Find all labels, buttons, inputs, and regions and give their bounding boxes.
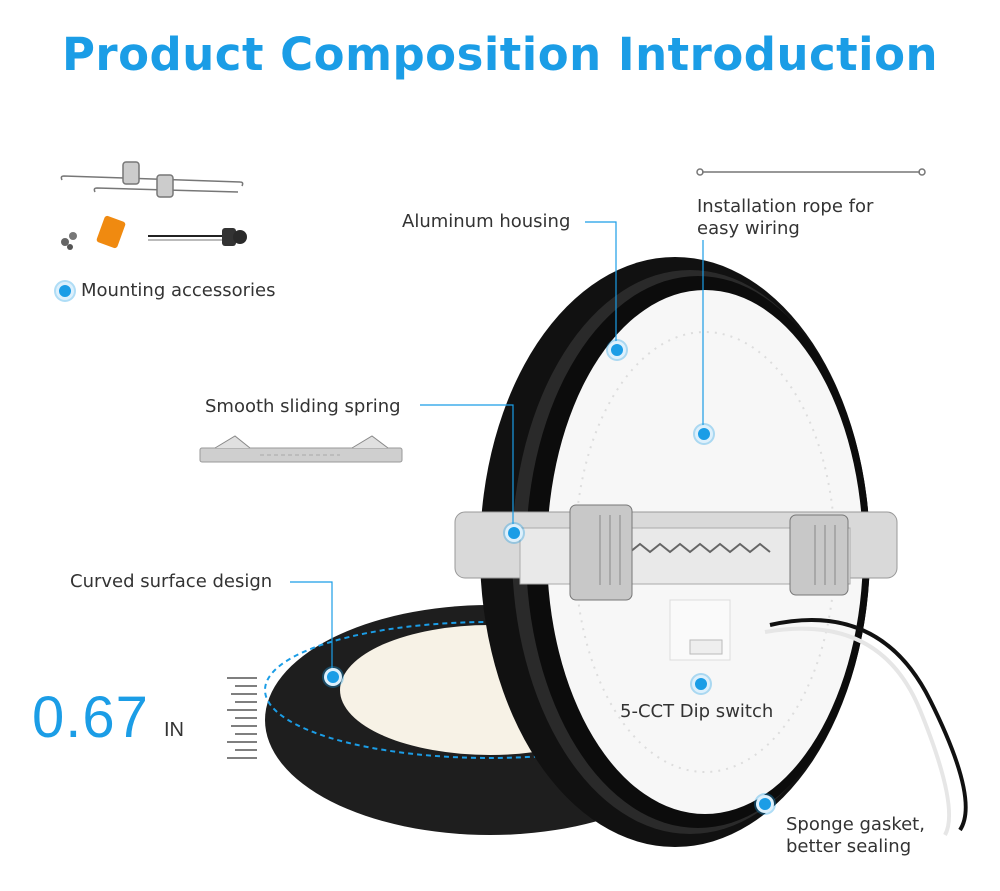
label-aluminum-housing: Aluminum housing	[402, 211, 571, 232]
marker-dot	[56, 282, 74, 300]
label-installation-rope-line2: easy wiring	[697, 218, 800, 239]
label-sponge-gasket-line2: better sealing	[786, 836, 912, 857]
height-ruler	[227, 677, 257, 759]
mounting-springs-icon	[60, 161, 244, 198]
installation-rope-icon	[696, 168, 926, 176]
page-title: Product Composition Introduction	[61, 28, 939, 81]
leader-lines	[290, 221, 704, 675]
label-sliding-spring: Smooth sliding spring	[205, 396, 401, 417]
accessory-parts-icon	[61, 215, 247, 250]
sliding-spring-icon	[199, 435, 403, 463]
marker-dot	[505, 524, 523, 542]
marker-dot	[695, 425, 713, 443]
standing-panel	[454, 257, 968, 847]
label-mounting-accessories: Mounting accessories	[81, 280, 276, 301]
marker-dot	[324, 668, 342, 686]
thickness-value: 0.67	[32, 685, 149, 750]
label-dip-switch: 5-CCT Dip switch	[620, 701, 774, 722]
label-sponge-gasket-line1: Sponge gasket,	[786, 814, 925, 835]
label-curved-surface: Curved surface design	[70, 571, 273, 592]
marker-dot	[756, 795, 774, 813]
marker-dot	[692, 675, 710, 693]
thickness-unit: IN	[164, 719, 184, 741]
label-installation-rope-line1: Installation rope for	[697, 196, 874, 217]
marker-dot	[608, 341, 626, 359]
